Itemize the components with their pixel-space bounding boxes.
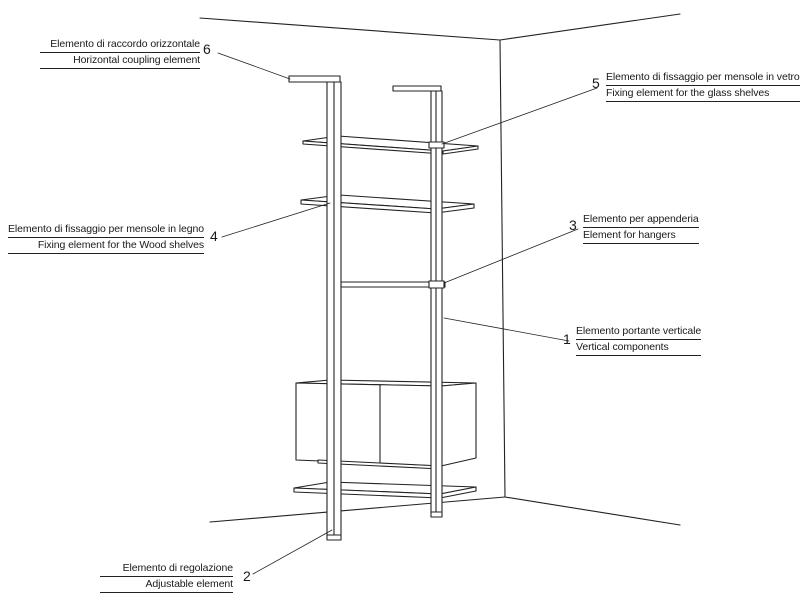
cabinet xyxy=(295,379,477,470)
back-upright xyxy=(392,85,445,518)
callout-number: 2 xyxy=(243,568,251,584)
callout-italian: Elemento di regolazione xyxy=(100,561,233,577)
callout-italian: Elemento di fissaggio per mensole in vet… xyxy=(606,70,800,86)
callout-wood-shelf-fixing: Elemento di fissaggio per mensole in leg… xyxy=(8,222,218,254)
callout-number: 3 xyxy=(569,217,577,233)
callout-number: 1 xyxy=(563,331,571,347)
callout-number: 4 xyxy=(210,228,218,244)
room-corner xyxy=(199,13,681,526)
callout-english: Horizontal coupling element xyxy=(40,53,200,69)
callout-adjustable-element: Elemento di regolazione Adjustable eleme… xyxy=(100,561,251,593)
callout-english: Fixing element for the glass shelves xyxy=(606,86,800,102)
front-upright xyxy=(288,75,342,541)
callout-italian: Elemento di fissaggio per mensole in leg… xyxy=(8,222,204,238)
callout-italian: Elemento portante verticale xyxy=(576,324,701,340)
callout-english: Fixing element for the Wood shelves xyxy=(8,238,204,254)
bottom-shelf xyxy=(293,481,477,499)
callout-number: 6 xyxy=(203,41,211,57)
leader-lines xyxy=(217,52,598,575)
callout-english: Element for hangers xyxy=(583,228,699,244)
callout-number: 5 xyxy=(592,75,600,91)
callout-italian: Elemento per appenderia xyxy=(583,212,699,228)
callout-english: Vertical components xyxy=(576,340,702,356)
callout-italian: Elemento di raccordo orizzontale xyxy=(40,37,200,53)
callout-horizontal-coupling: Elemento di raccordo orizzontale Horizon… xyxy=(40,37,211,69)
callout-english: Adjustable element xyxy=(100,577,233,593)
